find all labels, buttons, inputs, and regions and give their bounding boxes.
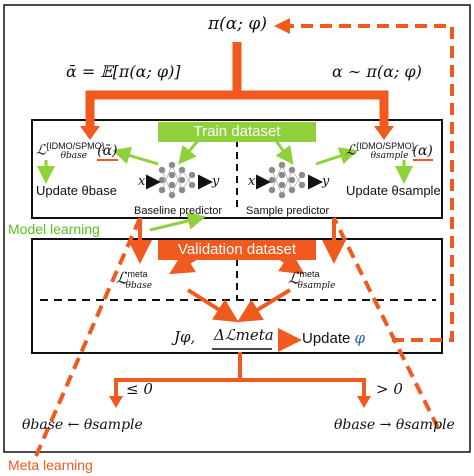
result-left-label: θbase ← θsample [22, 417, 143, 433]
arrow-val-meta-base [169, 251, 198, 275]
meta-dash-right [332, 217, 440, 429]
alpha-sample-label: α ∼ π(α; φ) [332, 62, 422, 81]
green-arrow-model-learning [149, 212, 206, 232]
arrow-val-meta-sample [278, 251, 305, 275]
baseline-predictor-label: Baseline predictor [134, 205, 223, 217]
arrow-meta-base-delta [186, 288, 239, 323]
update-phi-label: Update φ [302, 329, 366, 347]
sample-predictor-label: Sample predictor [246, 205, 330, 217]
result-right-label: θbase → θsample [334, 417, 455, 433]
j-phi-label: Jφ, [174, 328, 196, 346]
x-input-sample: x [248, 174, 256, 189]
gt-zero-label: > 0 [376, 380, 403, 398]
neural-net-sample-icon [268, 161, 306, 199]
meta-loss-base: ℒmetaθbase [116, 268, 153, 291]
branch-left-path [114, 352, 242, 398]
train-dataset-pill: Train dataset [158, 122, 316, 142]
arrow-head-feedback [274, 18, 290, 34]
validation-dataset-pill: Validation dataset [158, 240, 316, 260]
validation-box [31, 238, 443, 354]
arrow-head-branch-left [109, 396, 123, 408]
arrow-head-right-loss [374, 126, 394, 140]
arrow-head-branch-right [357, 396, 371, 408]
policy-label: π(α; φ) [208, 14, 267, 34]
le-zero-label: ≤ 0 [126, 380, 153, 398]
policy-right-path [237, 90, 389, 128]
update-sample-label: Update θsample [346, 183, 441, 198]
meta-loss-sample: ℒmetaθsample [288, 268, 336, 291]
meta-learning-label: Meta learning [8, 457, 93, 473]
arrow-meta-sample-delta [237, 288, 292, 323]
loss-sample: ℒ{IDMO/SPMO}θsample(α) [346, 141, 433, 162]
delta-meta-label: Δℒmeta [214, 326, 274, 344]
x-input-base: x [138, 174, 146, 189]
arrow-head-left-loss [80, 126, 100, 140]
meta-feedback-path [284, 24, 454, 342]
model-learning-label: Model learning [8, 221, 100, 237]
update-base-label: Update θbase [36, 183, 117, 198]
train-box [31, 119, 443, 219]
green-arrow-net-loss-base [112, 146, 159, 166]
green-arrow-net-loss-sample [315, 147, 358, 166]
branch-right-path [240, 378, 366, 398]
y-output-base: y [212, 174, 220, 189]
y-output-sample: y [322, 174, 330, 189]
alpha-mean-label: ᾱ = 𝔼[π(α; φ)] [66, 62, 181, 81]
neural-net-base-icon [158, 161, 196, 199]
policy-left-path [85, 42, 242, 128]
loss-base: ℒ{IDMO/SPMO}θbase(ᾱ) [36, 141, 118, 162]
outer-frame [3, 4, 471, 453]
meta-dash-left [34, 217, 142, 457]
